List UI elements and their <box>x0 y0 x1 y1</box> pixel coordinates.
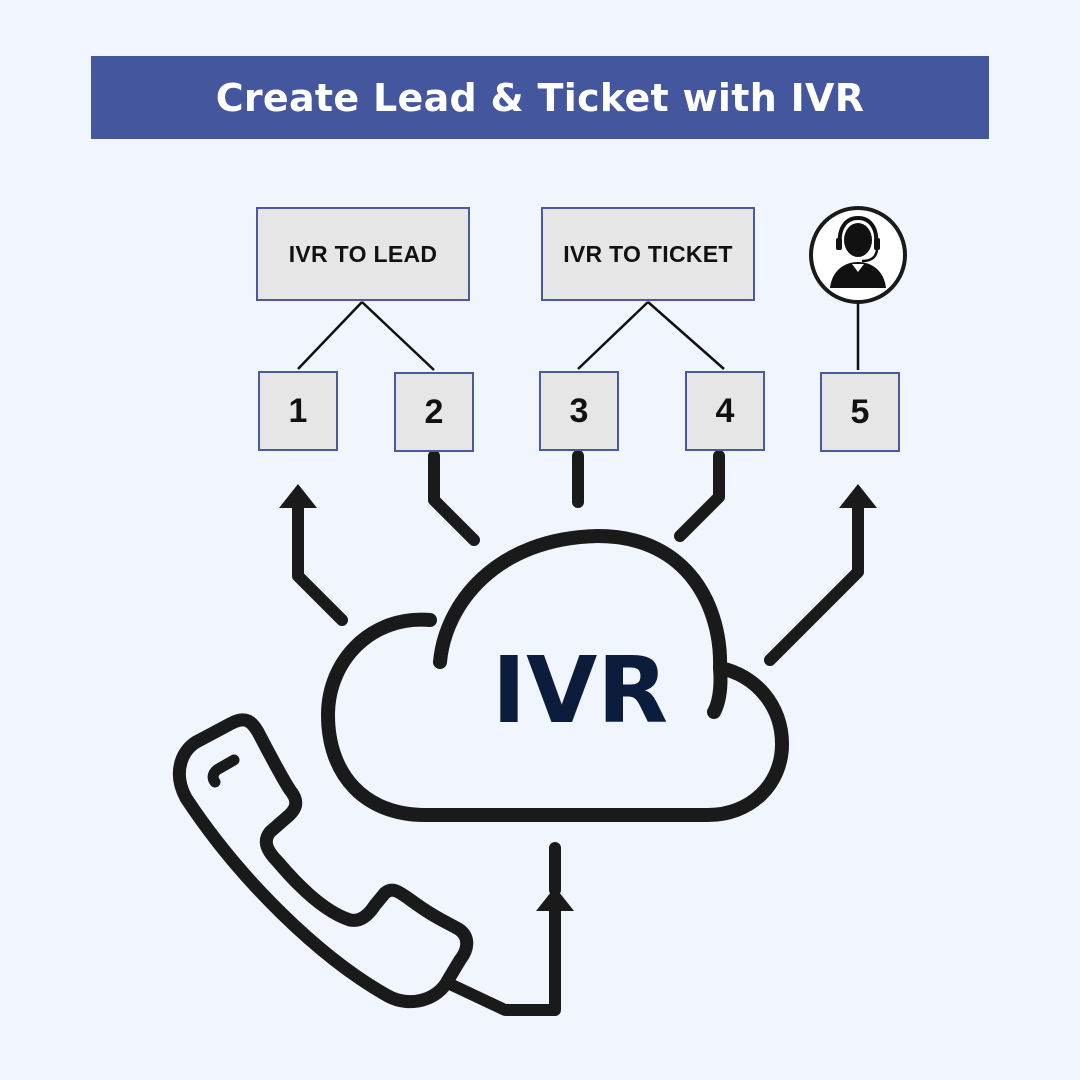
option-box-3: 3 <box>539 371 619 451</box>
phone-handset-icon <box>172 713 474 1009</box>
connector-lines <box>297 301 860 371</box>
flow-arrows <box>292 450 864 1016</box>
option-box-2: 2 <box>394 372 474 452</box>
ivr-cloud-label: IVR <box>491 636 669 744</box>
phone-earpiece-detail <box>207 754 240 788</box>
agent-headset-icon <box>809 206 907 304</box>
cloud-icon <box>321 529 789 822</box>
arrowhead-5 <box>839 484 877 508</box>
option-box-4: 4 <box>685 371 765 451</box>
arrowhead-phone <box>536 887 574 911</box>
arrow-phone-to-cloud <box>446 902 561 1016</box>
arrow-to-5 <box>764 499 864 666</box>
connector-ticket-3 <box>577 301 649 370</box>
connector-ticket-4 <box>647 301 725 370</box>
connector-lead-2 <box>361 301 435 371</box>
ivr-to-ticket-box: IVR TO TICKET <box>541 207 755 301</box>
ivr-to-lead-box: IVR TO LEAD <box>256 207 470 301</box>
page-title: Create Lead & Ticket with IVR <box>215 75 865 120</box>
connector-lead-1 <box>297 301 363 370</box>
arrow-to-4 <box>674 450 725 542</box>
option-box-5: 5 <box>820 372 900 452</box>
title-banner: Create Lead & Ticket with IVR <box>91 56 989 139</box>
arrowheads <box>279 484 877 911</box>
option-box-1: 1 <box>258 371 338 451</box>
arrowhead-1 <box>279 484 317 508</box>
cloud-inner-curve <box>707 661 728 719</box>
arrow-to-1 <box>292 499 348 626</box>
arrow-to-2 <box>428 450 480 546</box>
